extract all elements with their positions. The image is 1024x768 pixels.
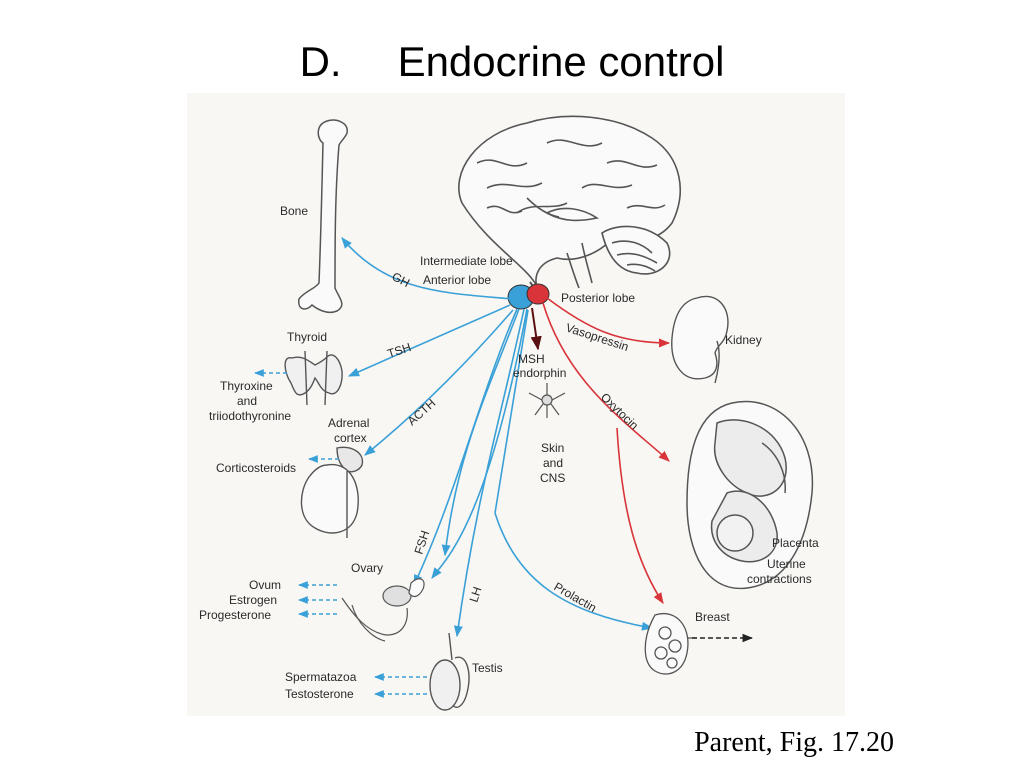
brain-illustration [458, 115, 681, 294]
triiodothyronine-label: triiodothyronine [209, 409, 291, 423]
adrenal-label: Adrenal [328, 416, 369, 430]
anterior-lobe-label: Anterior lobe [423, 273, 491, 287]
oxytocin-arrow-breast [616, 427, 664, 604]
tsh-arrow [347, 304, 511, 377]
tsh-label: TSH [386, 340, 413, 361]
output-arrows [254, 369, 427, 698]
breast-illustration [644, 612, 697, 675]
estrogen-label: Estrogen [229, 593, 277, 607]
acth-label: ACTH [405, 396, 439, 428]
uterine-label: Uterine [767, 557, 806, 571]
posterior-lobe-label: Posterior lobe [561, 291, 635, 305]
thyroxine-and-label: and [237, 394, 257, 408]
spermatozoa-label: Spermatazoa [285, 670, 357, 684]
lh-label: LH [467, 585, 485, 604]
ovary-illustration [341, 578, 425, 642]
corticosteroids-label: Corticosteroids [216, 461, 296, 475]
cortex-label: cortex [334, 431, 367, 445]
intermediate-lobe-label: Intermediate lobe [420, 254, 513, 268]
pituitary-gland [507, 281, 550, 310]
kidney-illustration [671, 295, 729, 384]
fsh-arrow-testis [441, 308, 520, 557]
title-letter: D. [299, 38, 342, 85]
lh-arrow-testis [453, 308, 525, 638]
ovary-label: Ovary [351, 561, 383, 575]
ovum-label: Ovum [249, 578, 281, 592]
thyroid-illustration [284, 350, 343, 406]
thyroxine-label: Thyroxine [220, 379, 273, 393]
cns-label: CNS [540, 471, 565, 485]
endocrine-figure: Intermediate lobe Anterior lobe Posterio… [187, 93, 845, 716]
contractions-label: contractions [747, 572, 812, 586]
figure-caption: Parent, Fig. 17.20 [694, 727, 894, 758]
uterus-fetus-illustration [686, 400, 814, 590]
breast-label: Breast [695, 610, 730, 624]
acth-arrow [364, 309, 514, 456]
oxytocin-arrow-uterus [542, 302, 670, 462]
testosterone-label: Testosterone [285, 687, 354, 701]
adrenal-kidney-illustration [300, 446, 364, 538]
vasopressin-arrow [546, 297, 671, 348]
prolactin-arrow [494, 512, 654, 631]
fsh-arrow-ovary [413, 308, 518, 587]
testis-label: Testis [472, 661, 503, 675]
oxytocin-label: Oxytocin [598, 390, 641, 433]
msh-arrow [530, 307, 542, 351]
bone-illustration [298, 119, 348, 314]
skin-and-label: and [543, 456, 563, 470]
endocrine-diagram: Intermediate lobe Anterior lobe Posterio… [199, 115, 819, 711]
gh-label: GH [390, 269, 412, 290]
lh-arrow-ovary [431, 308, 528, 579]
kidney-label: Kidney [725, 333, 762, 347]
endorphin-label: endorphin [513, 366, 566, 380]
gh-arrow [341, 237, 513, 300]
msh-label: MSH [518, 352, 545, 366]
vasopressin-label: Vasopressin [564, 321, 630, 354]
posterior-lobe-arrows [542, 297, 671, 604]
anterior-lobe-arrows [341, 237, 654, 638]
testis-illustration [429, 632, 470, 711]
bone-label: Bone [280, 204, 308, 218]
placenta-label: Placenta [772, 536, 819, 550]
thyroid-label: Thyroid [287, 330, 327, 344]
progesterone-label: Progesterone [199, 608, 271, 622]
skin-label: Skin [541, 441, 564, 455]
slide-title: D. Endocrine control [0, 38, 1024, 86]
skin-cell-illustration [528, 383, 566, 418]
title-text: Endocrine control [397, 38, 725, 85]
